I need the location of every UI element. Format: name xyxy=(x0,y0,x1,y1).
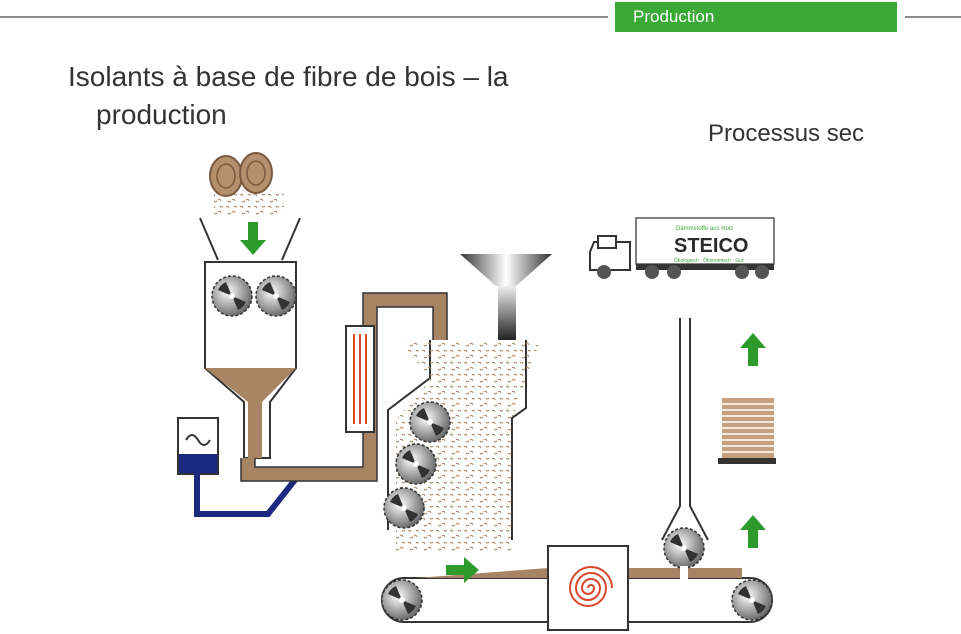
process-subtitle: Processus sec xyxy=(708,120,865,147)
board-stack-icon xyxy=(718,398,776,464)
forming-hopper xyxy=(460,254,552,340)
page-title-line2: production xyxy=(96,99,227,130)
header-rule-right xyxy=(905,16,961,18)
page-title-line1: Isolants à base de fibre de bois – la xyxy=(68,61,509,92)
log-icon xyxy=(209,152,284,216)
heater xyxy=(345,325,375,433)
fan-icon xyxy=(177,417,219,475)
truck-bottom-text: Ökologisch · Ökonomisch · Gut xyxy=(674,257,744,264)
water-pipe xyxy=(194,473,301,517)
arrow-up-icon xyxy=(740,333,766,366)
section-tag: Production xyxy=(615,2,897,32)
truck-icon: Dämmstoffe aus Holz STEICO Ökologisch · … xyxy=(589,217,775,279)
arrow-up-icon xyxy=(740,515,766,548)
forming-chamber xyxy=(383,340,540,552)
saw-blade-icon xyxy=(661,318,709,580)
arrow-down-icon xyxy=(240,222,266,255)
header-rule-left xyxy=(0,16,608,18)
chipper-silo xyxy=(199,217,301,459)
truck-top-text: Dämmstoffe aus Holz xyxy=(676,226,733,232)
spiral-icon xyxy=(547,545,629,631)
arrow-right-icon xyxy=(446,557,479,583)
page-title: Isolants à base de fibre de bois – la pr… xyxy=(68,58,509,134)
truck-brand: STEICO xyxy=(674,235,748,257)
